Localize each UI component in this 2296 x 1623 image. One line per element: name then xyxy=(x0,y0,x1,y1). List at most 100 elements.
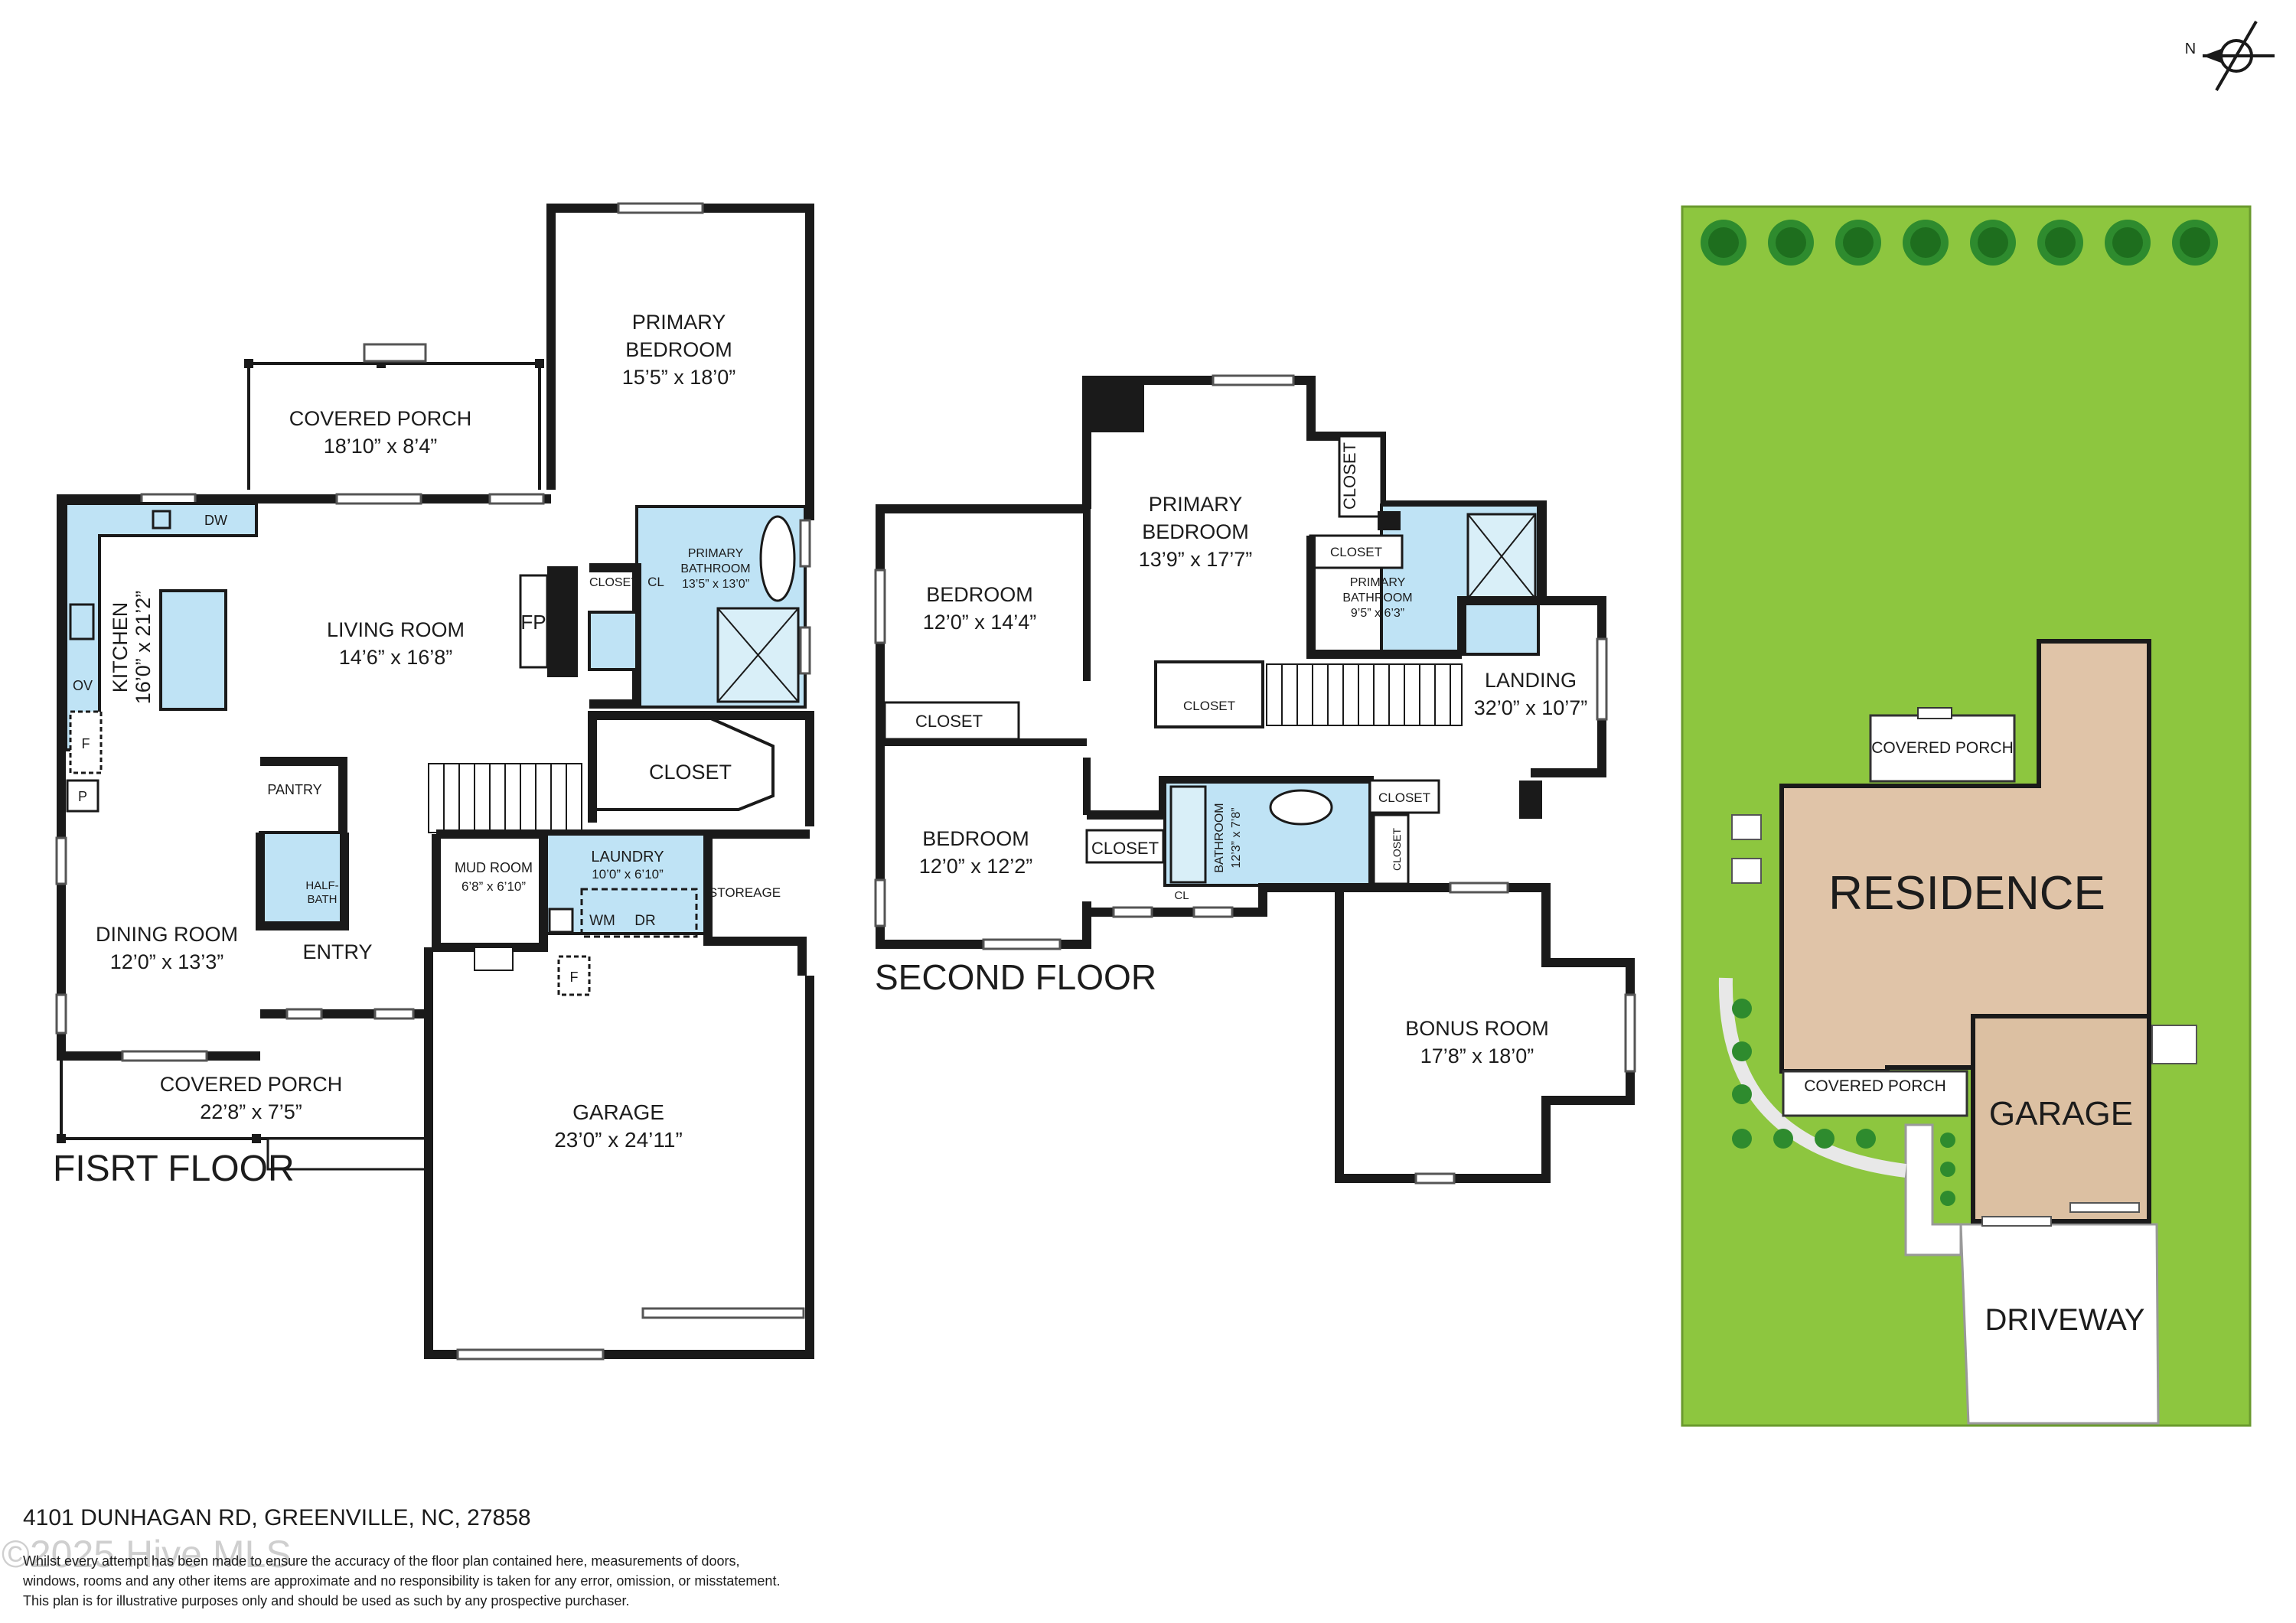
footer-watermark: ©2025 Hive MLS xyxy=(2,1533,292,1576)
label-dw: DW xyxy=(204,513,227,528)
room-garage-dims: 23’0” x 24’11” xyxy=(554,1128,683,1152)
room-closet-hall: CLOSET xyxy=(1378,790,1430,805)
room-covered-porch-back: COVERED PORCH xyxy=(289,407,472,430)
room-landing: LANDING xyxy=(1485,669,1577,692)
site-front-porch xyxy=(1782,1070,1968,1117)
room-kitchen-dims: 16’0” x 21’2” xyxy=(132,591,155,705)
room-living-room-dims: 14’6” x 16’8” xyxy=(339,646,453,669)
room-upper-primary-2: BEDROOM xyxy=(1142,520,1249,543)
site-label-driveway: DRIVEWAY xyxy=(1985,1303,2145,1337)
garage-walls xyxy=(424,947,814,1359)
room-dining-room: DINING ROOM xyxy=(96,923,238,946)
room-bedroom-2: BEDROOM xyxy=(922,827,1029,850)
room-pantry: PANTRY xyxy=(267,782,321,797)
bedrooms-west-walls xyxy=(876,504,1091,949)
room-bedroom-1: BEDROOM xyxy=(926,583,1033,606)
label-p: P xyxy=(78,789,87,804)
room-dining-room-dims: 12’0” x 13’3” xyxy=(110,950,224,973)
footer-address: 4101 DUNHAGAN RD, GREENVILLE, NC, 27858 xyxy=(23,1505,531,1530)
room-closet-stair: CLOSET xyxy=(1183,699,1235,713)
site-garage xyxy=(1971,1014,2151,1224)
primary-bedroom-walls xyxy=(546,204,814,520)
label-wm: WM xyxy=(589,913,615,929)
label-garage-f: F xyxy=(570,970,579,985)
second-floor-title: SECOND FLOOR xyxy=(875,957,1156,997)
entry-walls xyxy=(260,1009,433,1056)
front-porch-outline xyxy=(60,1056,429,1140)
room-upper-primary-bath-2: BATHROOM xyxy=(1342,592,1412,605)
room-upper-primary-dims: 13’9” x 17’7” xyxy=(1139,548,1253,571)
room-upper-primary-bath-1: PRIMARY xyxy=(1350,576,1406,589)
shrubs xyxy=(1732,999,1955,1206)
first-stairs xyxy=(428,763,582,833)
driveway xyxy=(1959,1223,2160,1425)
room-storage: STOREAGE xyxy=(709,885,781,900)
room-closet-small: CLOSET xyxy=(589,576,638,589)
room-first-primary-bath-1: PRIMARY xyxy=(688,547,744,560)
label-fp: FP xyxy=(520,611,546,634)
room-upper-primary-1: PRIMARY xyxy=(1149,493,1243,516)
room-closet-bedroom-2: CLOSET xyxy=(1091,839,1159,858)
site-label-residence: RESIDENCE xyxy=(1828,867,2105,920)
room-primary-bedroom-1: PRIMARY xyxy=(632,311,726,334)
room-closet-bedroom-1: CLOSET xyxy=(915,712,983,731)
label-dr: DR xyxy=(634,913,655,929)
room-covered-porch-back-dims: 18’10” x 8’4” xyxy=(324,435,438,458)
footer-disclaimer-2: windows, rooms and any other items are a… xyxy=(22,1573,780,1589)
room-primary-bedroom-dims: 15’5” x 18’0” xyxy=(622,366,736,389)
compass-n-label: N xyxy=(2185,41,2196,57)
room-first-primary-bath-2: BATHROOM xyxy=(680,562,750,575)
room-mud-room: MUD ROOM xyxy=(455,860,533,875)
footer-disclaimer-3: This plan is for illustrative purposes o… xyxy=(23,1593,629,1608)
north-arrow-icon xyxy=(2203,20,2275,92)
room-bonus-room-dims: 17’8” x 18’0” xyxy=(1420,1045,1534,1067)
room-closet-large: CLOSET xyxy=(649,761,732,784)
room-half-bath-1: HALF- xyxy=(305,879,338,892)
room-hall-bathroom: BATHROOM xyxy=(1213,803,1226,872)
room-first-primary-bath-dims: 13’5” x 13’0” xyxy=(682,578,749,591)
room-mud-room-dims: 6’8” x 6’10” xyxy=(461,879,526,894)
room-covered-porch-front: COVERED PORCH xyxy=(160,1073,343,1096)
second-floor xyxy=(874,374,1636,1185)
room-hall-bathroom-dims: 12’3” x 7’8” xyxy=(1230,807,1243,868)
first-floor-title: FISRT FLOOR xyxy=(53,1149,295,1189)
room-landing-dims: 32’0” x 10’7” xyxy=(1474,696,1588,719)
site-back-porch xyxy=(1869,714,2016,783)
room-closet-vertical: CLOSET xyxy=(1340,442,1359,510)
footer: 4101 DUNHAGAN RD, GREENVILLE, NC, 27858 … xyxy=(2,1505,780,1608)
back-porch-outline xyxy=(247,362,541,490)
footer-disclaimer-1: Whilst every attempt has been made to en… xyxy=(23,1553,740,1569)
site-label-front-porch: COVERED PORCH xyxy=(1804,1077,1946,1095)
room-closet-bonus: CLOSET xyxy=(1391,828,1403,871)
label-cl: CL xyxy=(647,575,664,589)
half-bath xyxy=(259,831,346,926)
room-entry: ENTRY xyxy=(302,940,372,963)
room-bedroom-1-dims: 12’0” x 14’4” xyxy=(923,611,1037,634)
label-upper-cl: CL xyxy=(1174,889,1189,902)
label-ov: OV xyxy=(73,678,93,693)
tree-row xyxy=(1701,220,2218,266)
kitchen-island xyxy=(159,589,227,711)
room-covered-porch-front-dims: 22’8” x 7’5” xyxy=(200,1100,302,1123)
closet-large-walls xyxy=(588,711,814,826)
landing-walls xyxy=(1457,596,1606,777)
room-garage: GARAGE xyxy=(572,1100,664,1124)
room-half-bath-2: BATH xyxy=(308,893,338,906)
bonus-room-walls xyxy=(1335,883,1635,1183)
label-f: F xyxy=(82,736,90,751)
room-bedroom-2-dims: 12’0” x 12’2” xyxy=(919,855,1033,878)
site-label-garage: GARAGE xyxy=(1989,1095,2133,1133)
room-kitchen: KITCHEN xyxy=(109,602,132,693)
site-label-back-porch: COVERED PORCH xyxy=(1871,739,2014,757)
room-bonus-room: BONUS ROOM xyxy=(1405,1017,1549,1040)
second-stairs xyxy=(1266,663,1463,726)
site-plan xyxy=(1681,20,2275,1427)
room-laundry-dims: 10’0” x 6’10” xyxy=(592,867,664,882)
first-floor xyxy=(55,202,814,1361)
room-upper-primary-bath-dims: 9’5” x 6’3” xyxy=(1351,607,1404,620)
room-primary-bedroom-2: BEDROOM xyxy=(625,338,732,361)
room-living-room: LIVING ROOM xyxy=(327,618,465,641)
room-laundry: LAUNDRY xyxy=(591,849,664,865)
fireplace xyxy=(547,566,578,677)
